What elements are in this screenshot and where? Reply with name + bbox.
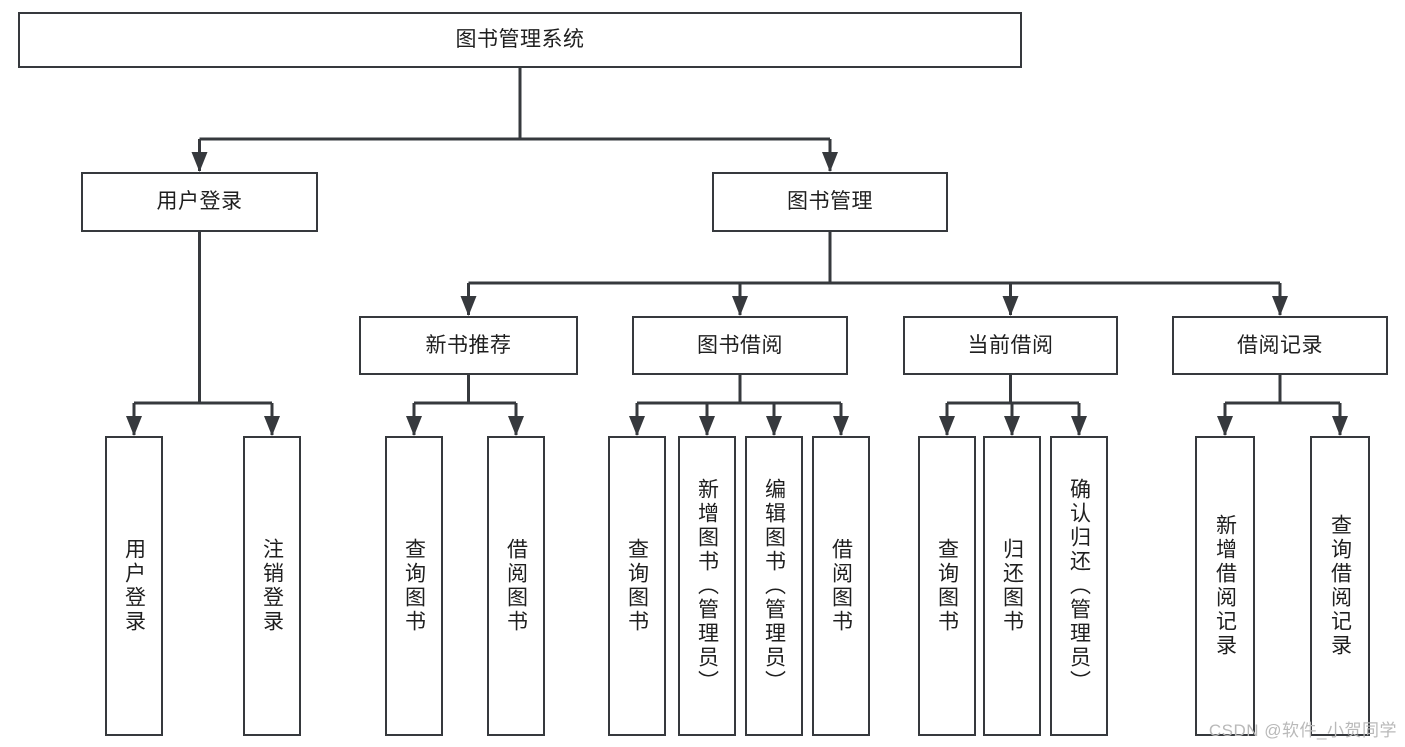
node-label: 查询图书	[402, 538, 426, 634]
node-borrow-record[interactable]: 借阅记录	[1172, 316, 1388, 375]
node-new-book-rec[interactable]: 新书推荐	[359, 316, 578, 375]
node-leaf-query-2[interactable]: 查询图书	[608, 436, 666, 736]
node-leaf-add-book[interactable]: 新增图书（管理员）	[678, 436, 736, 736]
node-label: 借阅记录	[1237, 333, 1323, 357]
node-book-manage[interactable]: 图书管理	[712, 172, 948, 232]
node-leaf-query-rec[interactable]: 查询借阅记录	[1310, 436, 1370, 736]
node-label: 用户登录	[156, 190, 243, 214]
node-label: 借阅图书	[829, 538, 853, 634]
node-label: 新书推荐	[425, 333, 512, 357]
watermark-label: CSDN @软件_小贺同学	[1208, 721, 1397, 740]
node-label: 确认归还（管理员）	[1067, 478, 1091, 694]
node-label: 查询借阅记录	[1328, 514, 1352, 658]
node-label: 新增借阅记录	[1213, 514, 1237, 658]
node-label: 借阅图书	[504, 538, 528, 634]
node-leaf-return[interactable]: 归还图书	[983, 436, 1041, 736]
node-leaf-user-login[interactable]: 用户登录	[105, 436, 163, 736]
node-leaf-edit-book[interactable]: 编辑图书（管理员）	[745, 436, 803, 736]
node-label: 图书管理	[787, 190, 873, 214]
node-user-login[interactable]: 用户登录	[81, 172, 318, 232]
node-label: 用户登录	[122, 538, 146, 634]
node-label: 编辑图书（管理员）	[762, 478, 786, 694]
node-label: 查询图书	[935, 538, 959, 634]
node-label: 新增图书（管理员）	[695, 478, 719, 694]
node-current-borrow[interactable]: 当前借阅	[903, 316, 1118, 375]
node-leaf-confirm[interactable]: 确认归还（管理员）	[1050, 436, 1108, 736]
node-label: 图书借阅	[697, 333, 783, 357]
node-leaf-add-rec[interactable]: 新增借阅记录	[1195, 436, 1255, 736]
node-book-borrow[interactable]: 图书借阅	[632, 316, 848, 375]
node-leaf-borrow-2[interactable]: 借阅图书	[812, 436, 870, 736]
node-leaf-borrow-1[interactable]: 借阅图书	[487, 436, 545, 736]
node-leaf-logout[interactable]: 注销登录	[243, 436, 301, 736]
node-label: 当前借阅	[967, 333, 1054, 357]
node-label: 归还图书	[1000, 538, 1024, 634]
node-label: 注销登录	[260, 538, 284, 634]
node-label: 查询图书	[625, 538, 649, 634]
node-leaf-query-3[interactable]: 查询图书	[918, 436, 976, 736]
node-leaf-query-1[interactable]: 查询图书	[385, 436, 443, 736]
node-label: 图书管理系统	[455, 28, 585, 52]
node-root[interactable]: 图书管理系统	[18, 12, 1022, 68]
